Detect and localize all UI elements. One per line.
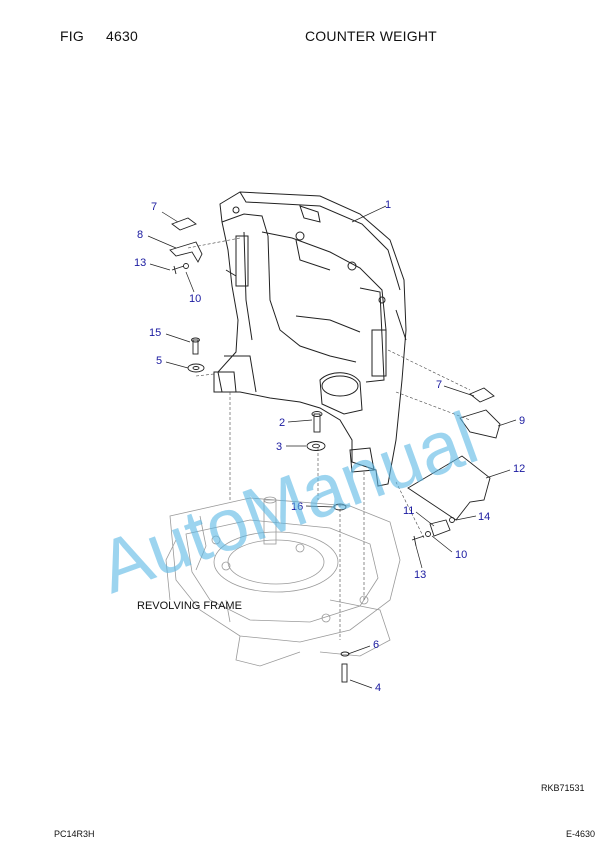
washer-10-right: [425, 531, 431, 537]
callout-10-left: 10: [189, 293, 201, 305]
callout-13-right: 13: [414, 569, 426, 581]
callout-8: 8: [137, 229, 143, 241]
model-code: PC14R3H: [54, 829, 95, 839]
bolt-13-right: [411, 535, 425, 547]
bolt-15: [192, 339, 199, 355]
bolt-13-left: [171, 265, 185, 275]
callout-10-right: 10: [455, 549, 467, 561]
plate-7-left: [171, 217, 197, 231]
counterweight-body: [213, 191, 407, 487]
callout-15: 15: [149, 327, 161, 339]
callout-7-right: 7: [436, 379, 442, 391]
bolt-14: [449, 517, 455, 523]
page-title: COUNTER WEIGHT: [305, 28, 437, 44]
callout-3: 3: [276, 441, 282, 453]
washer-5: [187, 363, 205, 373]
callout-11: 11: [403, 505, 414, 517]
bracket-11: [429, 519, 451, 537]
callout-14: 14: [478, 511, 490, 523]
leader-lines: [147, 205, 517, 689]
small-parts: [169, 217, 501, 683]
callout-numbers: 1 7 8 13 10 15 5 2 3 16 6 4 7 9 12 11 14…: [134, 199, 525, 694]
plate-7-right: [469, 387, 495, 403]
callout-5: 5: [156, 355, 162, 367]
watermark-text: AutoManual: [88, 396, 488, 609]
callout-1: 1: [385, 199, 391, 211]
callout-13-left: 13: [134, 257, 146, 269]
page-number: E-4630: [566, 829, 596, 839]
figure-number: 4630: [106, 28, 138, 44]
callout-16: 16: [291, 501, 303, 513]
bolt-4: [341, 663, 348, 683]
drawing-code: RKB71531: [541, 783, 585, 793]
callout-2: 2: [279, 417, 285, 429]
bracket-9: [459, 409, 501, 439]
alignment-lines: [187, 237, 471, 640]
callout-6: 6: [373, 639, 379, 651]
bracket-8: [169, 241, 203, 263]
bolt-2: [313, 413, 321, 433]
revolving-frame: [165, 496, 401, 667]
callout-4: 4: [375, 682, 381, 694]
callout-9: 9: [519, 415, 525, 427]
washer-3: [306, 441, 326, 451]
figure-label: FIG: [60, 28, 84, 44]
revolving-frame-label: REVOLVING FRAME: [137, 600, 242, 612]
callout-12: 12: [513, 463, 525, 475]
callout-7-left: 7: [151, 201, 157, 213]
